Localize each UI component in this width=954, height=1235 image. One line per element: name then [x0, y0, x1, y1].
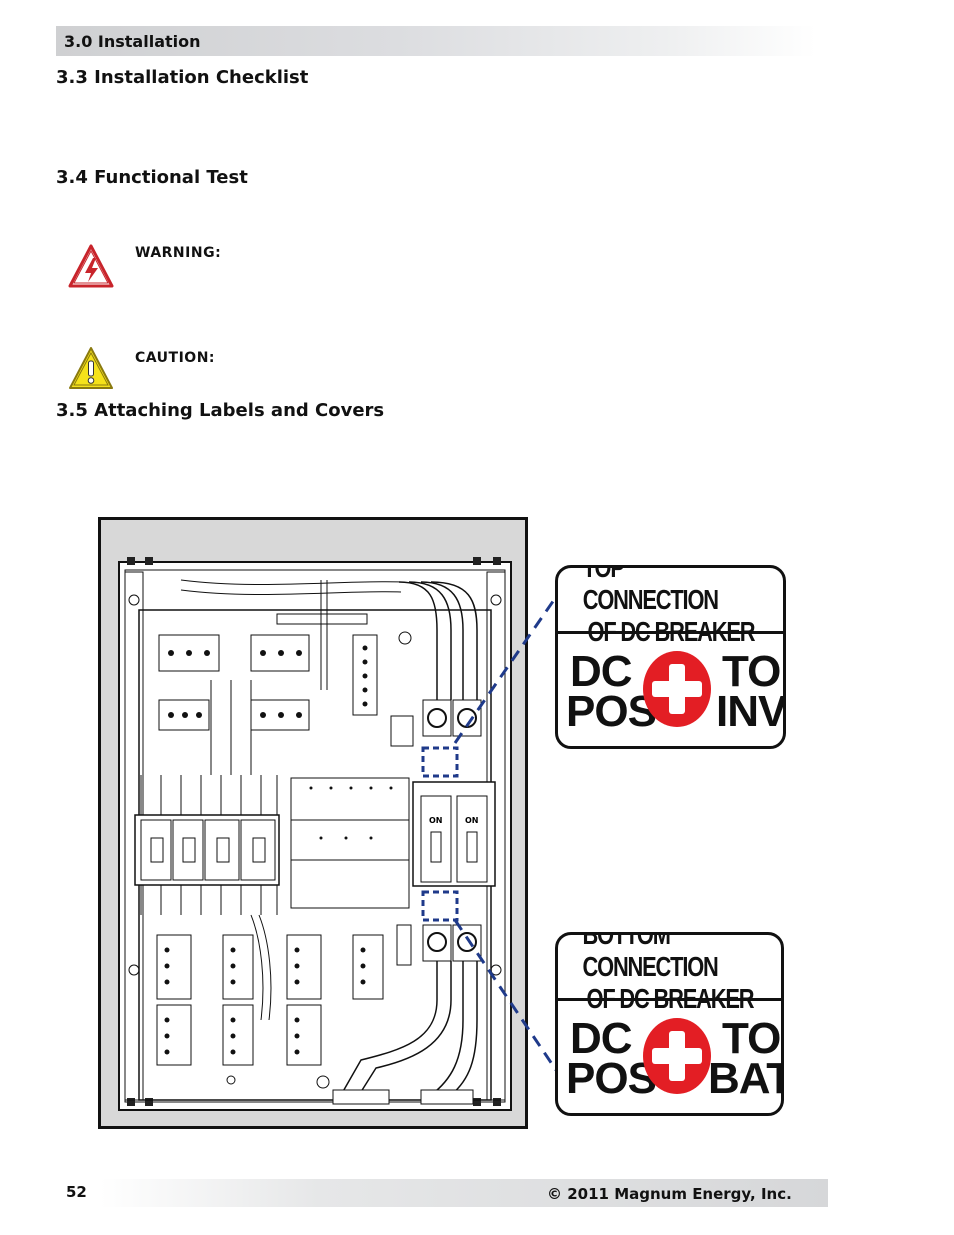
- footer-bar: [100, 1179, 828, 1207]
- label-top-body: DC POS TO INV: [558, 634, 783, 746]
- page-number: 52: [66, 1183, 87, 1201]
- warning-label: WARNING:: [135, 245, 222, 261]
- section-header: 3.0 Installation: [64, 32, 201, 51]
- label-top-inv: INV: [716, 687, 786, 736]
- label-bottom-pos: POS: [566, 1054, 657, 1103]
- label-bottom-connection: BOTTOM CONNECTION OF DC BREAKER DC POS T…: [555, 932, 784, 1116]
- label-top-pos: POS: [566, 687, 657, 736]
- red-cross-icon: [642, 1017, 712, 1099]
- enclosure-diagram-frame: ON ON: [98, 517, 528, 1129]
- label-bottom-line1: BOTTOM CONNECTION: [582, 932, 719, 982]
- label-bottom-line2: OF DC BREAKER: [586, 982, 754, 1014]
- copyright-notice: © 2011 Magnum Energy, Inc.: [547, 1185, 792, 1203]
- heading-installation-checklist: 3.3 Installation Checklist: [56, 67, 309, 88]
- label-bottom-body: DC POS TO BAT: [558, 1001, 781, 1113]
- header-bar: [56, 26, 816, 56]
- breaker-on-label-2: ON: [465, 816, 479, 825]
- label-top-connection: TOP CONNECTION OF DC BREAKER DC POS TO I…: [555, 565, 786, 749]
- red-cross-icon: [642, 650, 712, 732]
- heading-attaching-labels: 3.5 Attaching Labels and Covers: [56, 400, 385, 421]
- breaker-on-label-1: ON: [429, 816, 443, 825]
- label-bottom-title: BOTTOM CONNECTION OF DC BREAKER: [558, 932, 781, 1014]
- enclosure-diagram: ON ON: [118, 557, 512, 1111]
- label-top-to: TO: [722, 647, 781, 696]
- label-top-line2: OF DC BREAKER: [587, 615, 755, 647]
- caution-label: CAUTION:: [135, 350, 216, 366]
- label-bottom-to: TO: [722, 1014, 781, 1063]
- electric-warning-icon: [68, 244, 114, 292]
- label-top-title: TOP CONNECTION OF DC BREAKER: [558, 565, 783, 647]
- caution-icon: [68, 346, 114, 394]
- heading-functional-test: 3.4 Functional Test: [56, 167, 248, 188]
- label-bottom-dc: DC: [570, 1014, 633, 1063]
- label-top-line1: TOP CONNECTION: [582, 565, 719, 615]
- label-bottom-bat: BAT: [708, 1054, 784, 1103]
- label-top-dc: DC: [570, 647, 633, 696]
